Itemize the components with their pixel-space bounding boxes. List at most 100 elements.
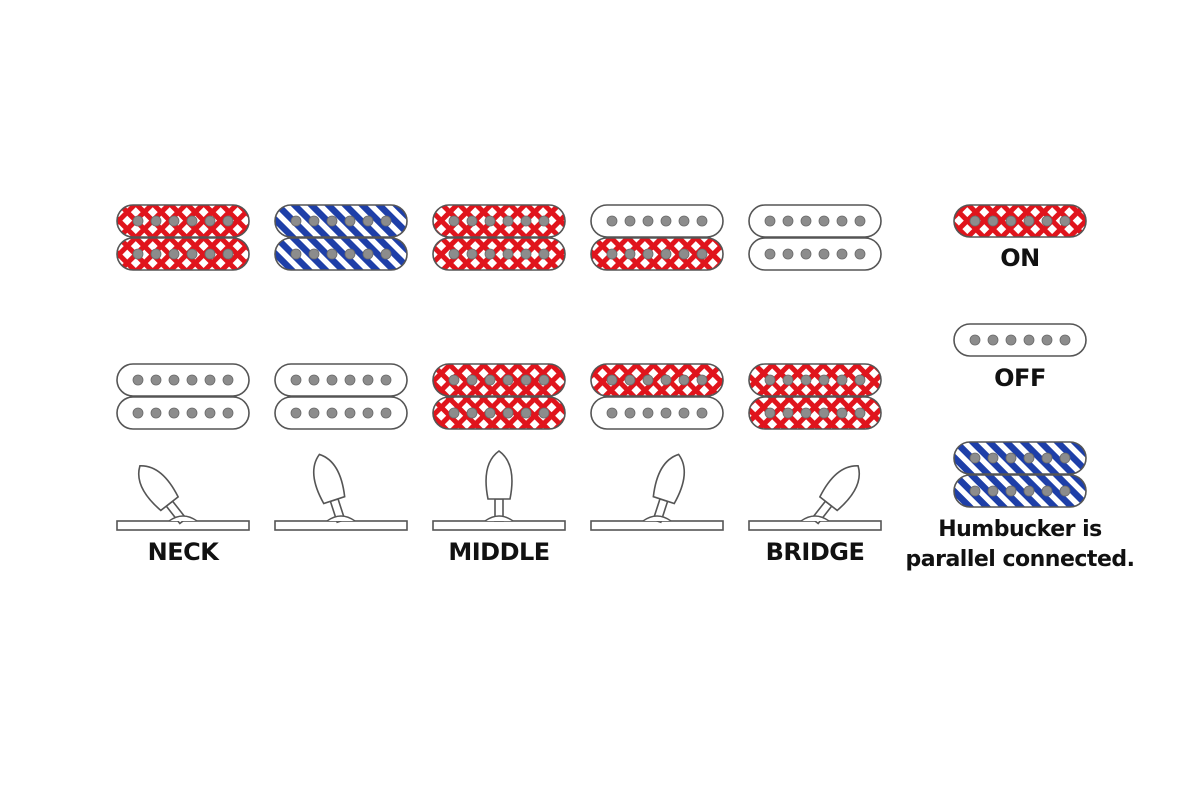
pole-piece xyxy=(538,374,550,386)
coil-body xyxy=(116,237,250,271)
switch-plate xyxy=(748,520,882,531)
pole-piece xyxy=(204,248,216,260)
neck-coil-top xyxy=(590,204,724,238)
coil-body xyxy=(590,363,724,397)
pole-piece xyxy=(168,248,180,260)
pole-piece xyxy=(290,407,302,419)
pole-piece xyxy=(132,407,144,419)
pole-piece xyxy=(1041,485,1053,497)
coil-body xyxy=(748,363,882,397)
pole-piece xyxy=(520,215,532,227)
switch-plate xyxy=(590,520,724,531)
legend-parallel-humbucker xyxy=(953,441,1087,508)
middle-coil xyxy=(748,363,882,397)
pole-piece xyxy=(1005,452,1017,464)
neck-coil-bottom xyxy=(432,237,566,271)
pole-piece xyxy=(484,407,496,419)
pole-piece xyxy=(222,374,234,386)
pole-piece xyxy=(204,407,216,419)
pole-piece xyxy=(150,374,162,386)
pole-piece xyxy=(800,374,812,386)
bridge-coil xyxy=(748,396,882,430)
neck-coil-top xyxy=(432,204,566,238)
pole-piece xyxy=(624,248,636,260)
pole-piece xyxy=(222,248,234,260)
pole-piece xyxy=(818,248,830,260)
pole-piece xyxy=(1023,215,1035,227)
neck-coil-top xyxy=(748,204,882,238)
lower-pickups xyxy=(274,363,408,430)
switch-plate xyxy=(274,520,408,531)
coil-body xyxy=(116,396,250,430)
coil-body xyxy=(748,237,882,271)
pole-piece xyxy=(186,407,198,419)
pole-piece xyxy=(132,374,144,386)
pole-piece xyxy=(987,485,999,497)
coil-body xyxy=(590,396,724,430)
pole-piece xyxy=(132,248,144,260)
pole-piece xyxy=(764,374,776,386)
pole-piece xyxy=(987,215,999,227)
neck-humbucker xyxy=(590,204,724,271)
switch-pivot xyxy=(326,515,356,522)
pole-piece xyxy=(606,374,618,386)
neck-coil-bottom xyxy=(274,237,408,271)
pole-piece xyxy=(466,215,478,227)
selector-switch xyxy=(116,465,250,531)
pole-piece xyxy=(1059,452,1071,464)
pole-piece xyxy=(466,248,478,260)
pole-piece xyxy=(448,407,460,419)
coil-body xyxy=(274,204,408,238)
pole-piece xyxy=(308,407,320,419)
pole-piece xyxy=(854,248,866,260)
pole-piece xyxy=(660,215,672,227)
position-label: NECK xyxy=(148,538,221,566)
pole-piece xyxy=(150,248,162,260)
switch-pivot xyxy=(484,515,514,522)
pole-piece xyxy=(764,407,776,419)
pole-piece xyxy=(782,248,794,260)
coil-body xyxy=(432,396,566,430)
switch-plate xyxy=(116,520,250,531)
pole-piece xyxy=(344,374,356,386)
pole-piece xyxy=(326,374,338,386)
middle-coil xyxy=(590,363,724,397)
pole-piece xyxy=(538,248,550,260)
pole-piece xyxy=(448,374,460,386)
position-label: BRIDGE xyxy=(766,538,865,566)
pole-piece xyxy=(344,215,356,227)
bridge-coil xyxy=(116,396,250,430)
legend-on-label: ON xyxy=(1000,244,1040,272)
pole-piece xyxy=(836,407,848,419)
pole-piece xyxy=(466,407,478,419)
bridge-coil xyxy=(590,396,724,430)
pole-piece xyxy=(222,215,234,227)
legend-on-coil xyxy=(953,204,1087,238)
pole-piece xyxy=(606,248,618,260)
pole-piece xyxy=(678,374,690,386)
pole-piece xyxy=(764,215,776,227)
pole-piece xyxy=(150,407,162,419)
pole-piece xyxy=(987,452,999,464)
pole-piece xyxy=(448,215,460,227)
legend-coil-parallel-bottom xyxy=(953,474,1087,508)
coil-body xyxy=(432,204,566,238)
switch-pivot xyxy=(168,515,198,522)
neck-humbucker xyxy=(748,204,882,271)
pole-piece xyxy=(380,407,392,419)
switch-tip xyxy=(818,465,861,512)
pole-piece xyxy=(854,407,866,419)
lower-pickups xyxy=(748,363,882,430)
switch-tip xyxy=(137,465,180,512)
lower-pickups xyxy=(590,363,724,430)
pole-piece xyxy=(168,215,180,227)
coil-body xyxy=(590,204,724,238)
pole-piece xyxy=(150,215,162,227)
neck-coil-top xyxy=(116,204,250,238)
middle-coil xyxy=(274,363,408,397)
pole-piece xyxy=(854,374,866,386)
pole-piece xyxy=(168,374,180,386)
pole-piece xyxy=(186,215,198,227)
selector-switch xyxy=(432,450,566,531)
switch-position-5: BRIDGE xyxy=(748,204,882,566)
